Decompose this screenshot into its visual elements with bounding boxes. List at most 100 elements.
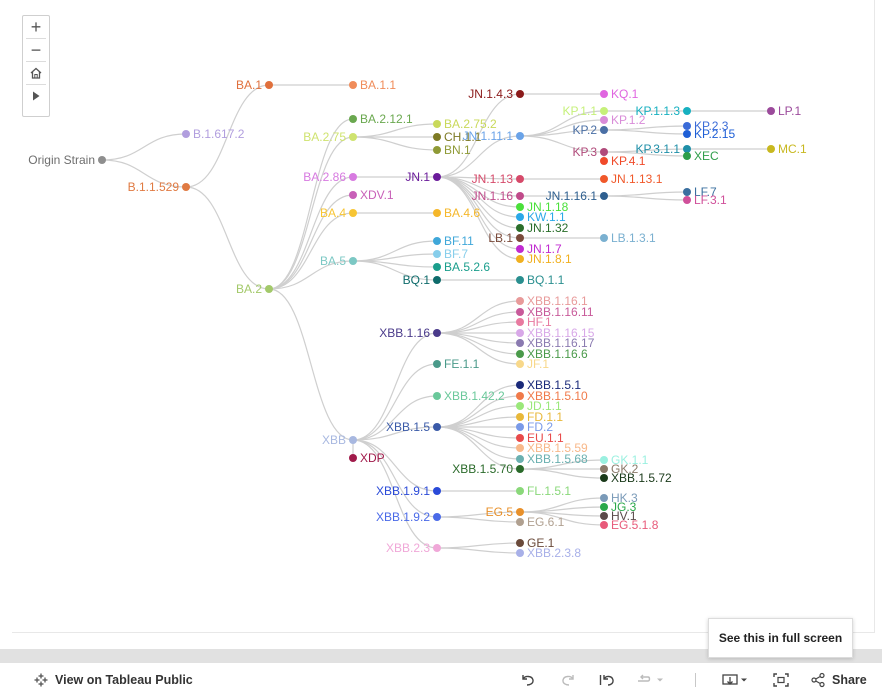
home-reset-button[interactable]: [23, 62, 49, 84]
tree-node[interactable]: KP.2.15: [683, 127, 735, 141]
tree-node[interactable]: KP.2: [573, 123, 608, 137]
tree-node[interactable]: JN.1.32: [516, 221, 569, 235]
tree-node[interactable]: EG.6.1: [516, 515, 565, 529]
node-dot[interactable]: [433, 544, 441, 552]
node-dot[interactable]: [516, 402, 524, 410]
tree-node[interactable]: XBB: [322, 433, 357, 447]
tree-node[interactable]: KP.4.1: [600, 154, 646, 168]
view-on-tableau-public-link[interactable]: View on Tableau Public: [33, 664, 193, 696]
tree-node[interactable]: BA.2.12.1: [349, 112, 413, 126]
tree-node[interactable]: XBB.1.5.68: [516, 452, 588, 466]
node-dot[interactable]: [516, 381, 524, 389]
node-dot[interactable]: [600, 192, 608, 200]
node-dot[interactable]: [600, 175, 608, 183]
node-dot[interactable]: [516, 434, 524, 442]
tree-node[interactable]: LB.1.3.1: [600, 231, 656, 245]
node-dot[interactable]: [683, 196, 691, 204]
node-dot[interactable]: [516, 339, 524, 347]
node-dot[interactable]: [516, 90, 524, 98]
tree-node[interactable]: BA.4: [320, 206, 357, 220]
tree-node[interactable]: JN.1.16.1: [546, 189, 608, 203]
tree-node[interactable]: EG.5: [486, 505, 524, 519]
tree-node[interactable]: KP.3.1.1: [636, 142, 691, 156]
zoom-in-button[interactable]: +: [30, 17, 42, 37]
tree-node[interactable]: BF.7: [433, 247, 468, 261]
tree-node[interactable]: XBB.1.5: [386, 420, 441, 434]
node-dot[interactable]: [516, 175, 524, 183]
tree-node[interactable]: GE.1: [516, 536, 555, 550]
node-dot[interactable]: [182, 130, 190, 138]
tree-node[interactable]: XBB.1.16.15: [516, 326, 595, 340]
tree-node[interactable]: KP.1.1.3: [636, 104, 691, 118]
tree-node[interactable]: FE.1.1: [433, 357, 480, 371]
tree-node[interactable]: JN.1.8.1: [516, 252, 572, 266]
node-dot[interactable]: [349, 191, 357, 199]
tree-node[interactable]: XBB.1.42.2: [433, 389, 505, 403]
tree-node[interactable]: BQ.1: [403, 273, 441, 287]
tree-node[interactable]: XBB.1.9.1: [376, 484, 441, 498]
share-button[interactable]: Share: [810, 664, 867, 696]
node-dot[interactable]: [683, 122, 691, 130]
tree-node[interactable]: LF.7: [683, 185, 717, 199]
node-dot[interactable]: [516, 350, 524, 358]
node-dot[interactable]: [600, 474, 608, 482]
undo-button[interactable]: [519, 664, 537, 696]
tree-node[interactable]: EG.5.1.8: [600, 518, 659, 532]
node-dot[interactable]: [349, 209, 357, 217]
tree-node[interactable]: GK.2: [600, 462, 639, 476]
tree-node[interactable]: KP.1.2: [600, 113, 646, 127]
tree-node[interactable]: XBB.1.16.1: [516, 294, 588, 308]
node-dot[interactable]: [600, 148, 608, 156]
node-dot[interactable]: [516, 444, 524, 452]
expand-toolbar-button[interactable]: [23, 85, 49, 107]
node-dot[interactable]: [516, 487, 524, 495]
node-dot[interactable]: [433, 276, 441, 284]
node-dot[interactable]: [516, 224, 524, 232]
node-dot[interactable]: [349, 173, 357, 181]
revert-button[interactable]: [598, 664, 616, 696]
tree-node[interactable]: BA.2.86: [303, 170, 357, 184]
node-dot[interactable]: [349, 81, 357, 89]
tree-node[interactable]: XBB.1.16.6: [516, 347, 588, 361]
tree-node[interactable]: JN.1.7: [516, 242, 562, 256]
node-dot[interactable]: [516, 276, 524, 284]
redo-button[interactable]: [559, 664, 577, 696]
tree-node[interactable]: BA.2.75: [303, 130, 357, 144]
tree-node[interactable]: BA.2.75.2: [433, 117, 497, 131]
tree-node[interactable]: JN.1: [405, 170, 441, 184]
node-dot[interactable]: [516, 455, 524, 463]
node-dot[interactable]: [600, 465, 608, 473]
node-dot[interactable]: [265, 285, 273, 293]
tree-node[interactable]: Origin Strain: [28, 153, 106, 167]
node-dot[interactable]: [516, 255, 524, 263]
node-dot[interactable]: [433, 392, 441, 400]
node-dot[interactable]: [433, 146, 441, 154]
tree-node[interactable]: BQ.1.1: [516, 273, 565, 287]
full-screen-button[interactable]: [772, 664, 790, 696]
node-dot[interactable]: [433, 263, 441, 271]
tree-node[interactable]: XBB.2.3.8: [516, 546, 581, 560]
tree-node[interactable]: XBB.1.16.11: [516, 305, 594, 319]
node-dot[interactable]: [433, 360, 441, 368]
node-dot[interactable]: [683, 188, 691, 196]
node-dot[interactable]: [349, 454, 357, 462]
node-dot[interactable]: [600, 456, 608, 464]
node-dot[interactable]: [349, 115, 357, 123]
tree-node[interactable]: JN.1.16: [472, 189, 524, 203]
tree-node[interactable]: XBB.1.5.72: [600, 471, 672, 485]
node-dot[interactable]: [433, 329, 441, 337]
node-dot[interactable]: [516, 318, 524, 326]
node-dot[interactable]: [433, 250, 441, 258]
tree-node[interactable]: XEC: [683, 149, 719, 163]
tree-node[interactable]: XDV.1: [349, 188, 394, 202]
node-dot[interactable]: [433, 237, 441, 245]
tree-node[interactable]: BA.4.6: [433, 206, 480, 220]
tree-node[interactable]: XBB.2.3: [386, 541, 441, 555]
tree-node[interactable]: EU.1.1: [516, 431, 564, 445]
tree-node[interactable]: XBB.1.5.10: [516, 389, 588, 403]
node-dot[interactable]: [600, 126, 608, 134]
node-dot[interactable]: [600, 116, 608, 124]
node-dot[interactable]: [600, 494, 608, 502]
tree-node[interactable]: JF.1: [516, 357, 549, 371]
tree-node[interactable]: KP.1.1: [563, 104, 608, 118]
